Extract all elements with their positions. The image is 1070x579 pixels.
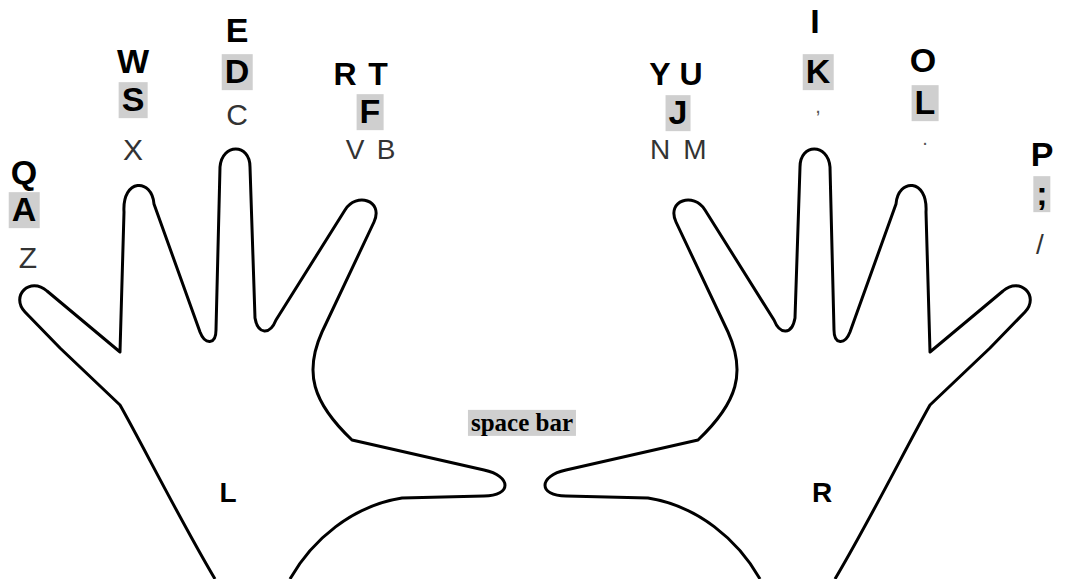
home-key: A [9, 192, 40, 228]
left-hand-outline [20, 149, 505, 579]
hand-label: L [219, 478, 236, 507]
key-letter: S [122, 80, 145, 118]
key-letter: R [333, 58, 356, 92]
home-key: S [119, 82, 148, 118]
key-letter: E [226, 13, 249, 49]
key-letter: C [226, 99, 248, 131]
key-letter: T [368, 58, 388, 92]
home-key: J [666, 95, 691, 131]
key-letter: X [123, 134, 143, 166]
key-letter: K [806, 52, 831, 90]
key-letter: O [910, 43, 936, 79]
key-letter: V [346, 135, 365, 164]
right-hand-outline [545, 149, 1030, 579]
hand-label: R [812, 478, 832, 507]
key-letter: , [815, 96, 821, 117]
home-key: D [222, 54, 253, 90]
key-letter: J [669, 93, 688, 131]
key-letter: . [922, 128, 928, 149]
key-letter: M [683, 135, 706, 164]
key-letter: I [810, 4, 819, 40]
key-letter: W [117, 44, 149, 80]
key-letter: ; [1036, 174, 1047, 212]
key-letter: L [915, 83, 936, 121]
key-letter: A [12, 190, 37, 228]
space-bar-key: space bar [468, 410, 576, 436]
home-key: ; [1033, 176, 1050, 212]
key-letter: F [360, 92, 381, 130]
key-letter: D [225, 52, 250, 90]
key-letter: / [1036, 230, 1044, 259]
key-letter: space bar [471, 409, 573, 436]
key-letter: Q [11, 155, 37, 191]
key-letter: B [377, 135, 396, 164]
key-letter: Z [19, 242, 37, 274]
key-letter: P [1031, 137, 1054, 173]
home-key: L [912, 85, 939, 121]
home-key: K [803, 54, 834, 90]
key-letter: U [679, 58, 702, 92]
key-letter: Y [649, 58, 670, 92]
home-key: F [357, 94, 384, 130]
key-letter: N [650, 135, 670, 164]
